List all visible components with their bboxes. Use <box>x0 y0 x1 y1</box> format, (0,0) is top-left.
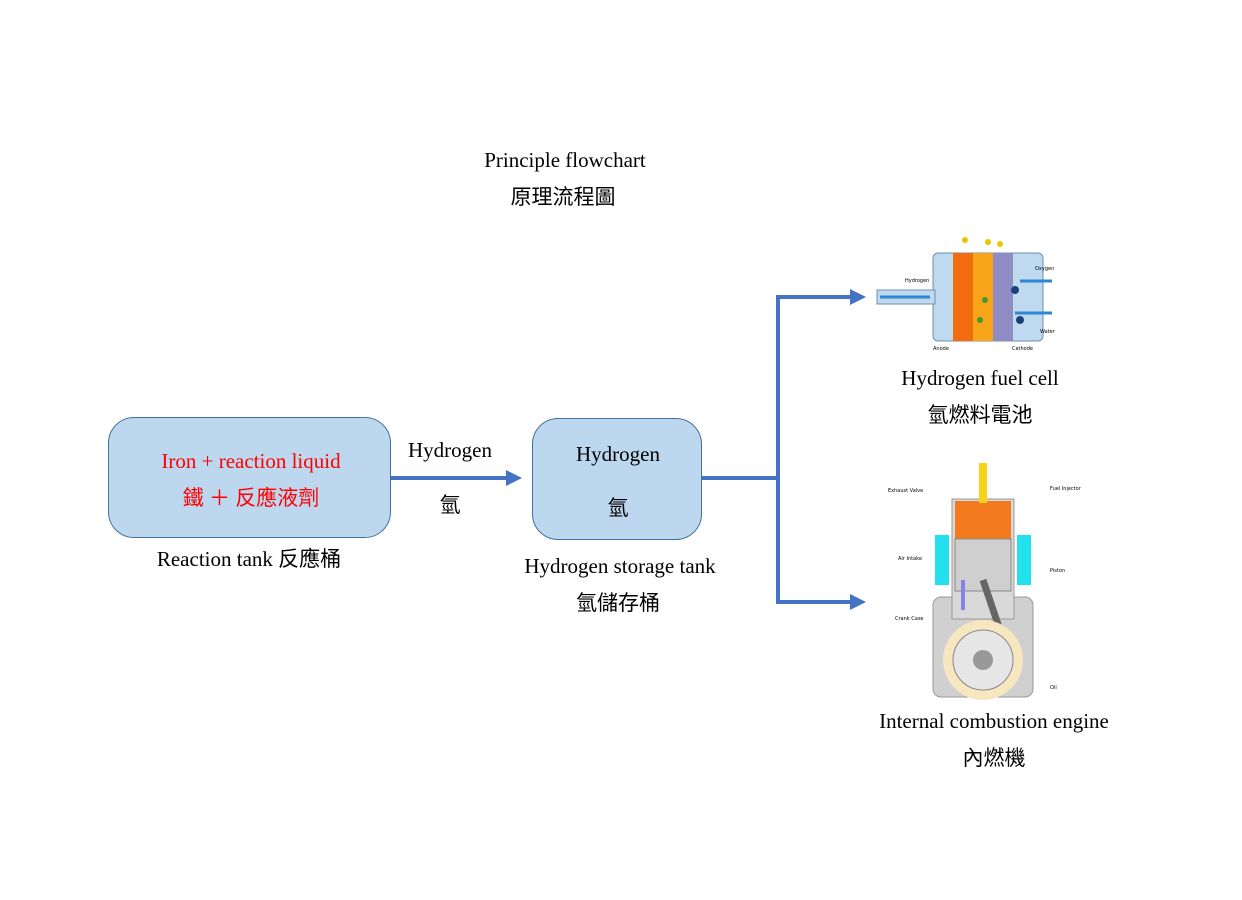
engine-illustration: Exhaust Valve Fuel Injector Air Intake P… <box>888 463 1082 700</box>
engine-label-exhaust: Exhaust Valve <box>888 488 923 494</box>
engine-label-air: Air Intake <box>898 556 922 562</box>
storage-caption-en: Hydrogen storage tank <box>524 554 716 578</box>
fuel-cell-illustration: Hydrogen Oxygen Water Anode Cathode <box>876 237 1056 352</box>
engine-label-oil: Oil <box>1050 685 1057 691</box>
fc-label-hydrogen: Hydrogen <box>905 278 929 284</box>
engine-caption-en: Internal combustion engine <box>879 709 1109 733</box>
storage-tank-box <box>532 418 702 540</box>
branch-connector <box>702 297 780 602</box>
title-en: Principle flowchart <box>484 148 646 172</box>
fuel-cell-caption-en: Hydrogen fuel cell <box>901 366 1059 390</box>
fc-label-water: Water <box>1040 329 1056 335</box>
reaction-content-zh: 鐵 ＋ 反應液劑 <box>182 486 320 510</box>
storage-caption-zh: 氫儲存桶 <box>576 591 660 615</box>
engine-label-fuel: Fuel Injector <box>1050 486 1082 492</box>
fc-label-oxygen: Oxygen <box>1035 266 1054 272</box>
reaction-content-en: Iron + reaction liquid <box>161 449 341 473</box>
engine-caption-zh: 內燃機 <box>962 746 1026 770</box>
storage-content-en: Hydrogen <box>576 442 660 466</box>
reaction-tank-box <box>108 417 391 538</box>
fc-label-anode: Anode <box>933 346 949 352</box>
engine-label-piston: Piston <box>1050 568 1065 574</box>
fc-label-cathode: Cathode <box>1012 346 1033 352</box>
arrow-label-en: Hydrogen <box>408 438 492 462</box>
engine-label-crank: Crank Case <box>895 616 924 622</box>
fuel-cell-caption-zh: 氫燃料電池 <box>927 403 1033 427</box>
storage-content-zh: 氫 <box>607 496 629 520</box>
title-zh: 原理流程圖 <box>510 185 616 209</box>
arrow-label-zh: 氫 <box>439 493 461 517</box>
reaction-tank-caption: Reaction tank 反應桶 <box>156 547 342 571</box>
